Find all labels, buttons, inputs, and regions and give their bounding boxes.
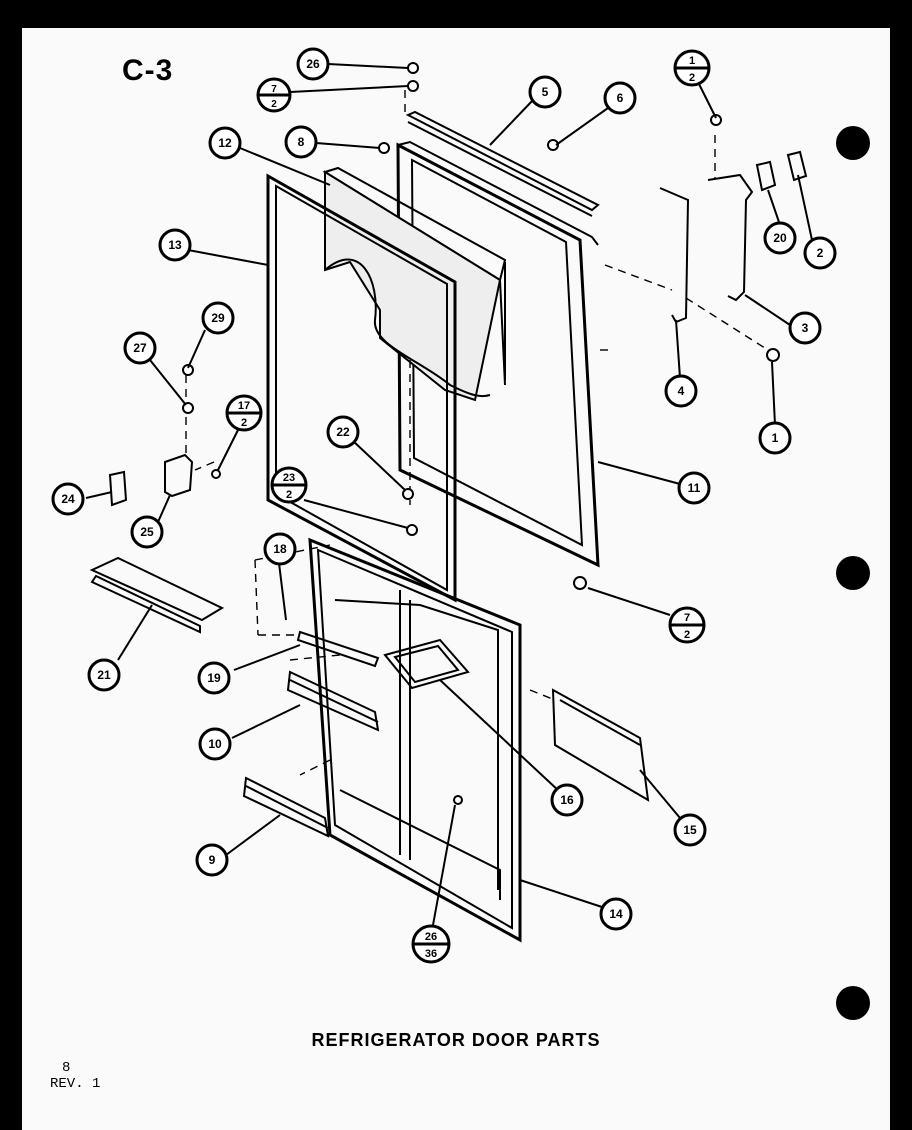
- revision-label: REV. 1: [50, 1076, 101, 1092]
- callout-21: [87, 658, 121, 692]
- shelf-trim-10: [286, 670, 380, 732]
- callout-1-2-den: 2: [689, 72, 695, 84]
- callout-18: [263, 532, 297, 566]
- binder-hole-top: [836, 126, 870, 160]
- callout-27: [123, 331, 157, 365]
- callout-7-2-bottom-den: 2: [684, 629, 690, 641]
- callout-1-2: [673, 49, 711, 87]
- callout-4: [664, 374, 698, 408]
- callout-23-2-den: 2: [286, 489, 292, 501]
- callout-14-label: 14: [609, 907, 623, 921]
- callout-5: [528, 75, 562, 109]
- callout-7-2-bottom-num: 7: [684, 612, 690, 624]
- callout-23-2: [270, 466, 308, 504]
- callout-26-36-num: 26: [425, 931, 437, 943]
- binder-hole-middle: [836, 556, 870, 590]
- callout-10-label: 10: [208, 737, 222, 751]
- callout-14: [599, 897, 633, 931]
- callout-12: [208, 126, 242, 160]
- callout-23-2-num: 23: [283, 472, 295, 484]
- diagram-caption: REFRIGERATOR DOOR PARTS: [311, 1030, 601, 1050]
- callout-bubbles: [51, 47, 837, 964]
- callout-7-2-top-den: 2: [271, 99, 277, 110]
- top-trim-strip: [405, 110, 600, 217]
- callout-27-label: 27: [133, 341, 147, 355]
- callout-9-label: 9: [209, 853, 216, 867]
- callout-24: [51, 482, 85, 516]
- callout-17-2: [225, 394, 263, 432]
- binder-hole-bottom: [836, 986, 870, 1020]
- callout-17-2-num: 17: [238, 400, 250, 412]
- hinge-25: [108, 453, 194, 507]
- callout-11: [677, 471, 711, 505]
- hardware: [182, 62, 780, 805]
- shelf-trim-9: [242, 776, 330, 838]
- callout-7-2-bottom: [668, 606, 706, 644]
- callout-2-label: 2: [817, 246, 824, 260]
- callout-7-2-top: [256, 77, 292, 113]
- callout-13: [158, 228, 192, 262]
- trim-19: [296, 630, 380, 668]
- callout-8-label: 8: [298, 135, 305, 149]
- callout-19-label: 19: [207, 671, 221, 685]
- inner-liner: [308, 537, 522, 943]
- callout-20: [763, 221, 797, 255]
- callout-3: [788, 311, 822, 345]
- breaker-strip: [322, 166, 507, 402]
- callout-20-label: 20: [773, 231, 787, 245]
- callout-3-label: 3: [802, 321, 809, 335]
- callout-13-label: 13: [168, 238, 182, 252]
- callout-4-label: 4: [678, 384, 685, 398]
- callout-15-label: 15: [683, 823, 697, 837]
- callout-1: [758, 421, 792, 455]
- callout-1-label: 1: [772, 431, 779, 445]
- callout-11-label: 11: [688, 481, 701, 495]
- callout-10: [198, 727, 232, 761]
- hinge-bracket: [659, 150, 808, 324]
- callout-16-label: 16: [560, 793, 574, 807]
- egg-tray-21: [89, 556, 225, 634]
- diagram-code: C-3: [122, 54, 174, 87]
- callout-2: [803, 236, 837, 270]
- callout-7-2-top-num: 7: [271, 84, 277, 95]
- callout-29-label: 29: [211, 311, 225, 325]
- callout-22: [326, 415, 360, 449]
- callout-26-36-den: 36: [425, 948, 437, 960]
- callout-6: [603, 81, 637, 115]
- callout-15: [673, 813, 707, 847]
- callout-5-label: 5: [542, 85, 549, 99]
- callout-26-top: [296, 47, 330, 81]
- callout-12-label: 12: [218, 136, 232, 150]
- callout-1-2-num: 1: [689, 55, 695, 67]
- assembly-lines: [185, 90, 769, 776]
- callout-18-label: 18: [273, 542, 287, 556]
- callout-19: [197, 661, 231, 695]
- callout-17-2-den: 2: [241, 417, 247, 429]
- callout-9: [195, 843, 229, 877]
- leader-lines: [85, 63, 813, 926]
- shelf-16: [383, 638, 470, 690]
- callout-29: [201, 301, 235, 335]
- shelf-15: [551, 688, 650, 802]
- callout-22-label: 22: [336, 425, 350, 439]
- page-number: 8: [62, 1060, 71, 1076]
- callout-21-label: 21: [97, 668, 111, 682]
- callout-26-36: [411, 924, 451, 964]
- callout-16: [550, 783, 584, 817]
- callout-6-label: 6: [617, 91, 624, 105]
- callout-24-label: 24: [61, 492, 75, 506]
- callout-25-label: 25: [140, 525, 154, 539]
- callout-25: [130, 515, 164, 549]
- callout-8: [284, 125, 318, 159]
- callout-26-top-label: 26: [306, 57, 320, 71]
